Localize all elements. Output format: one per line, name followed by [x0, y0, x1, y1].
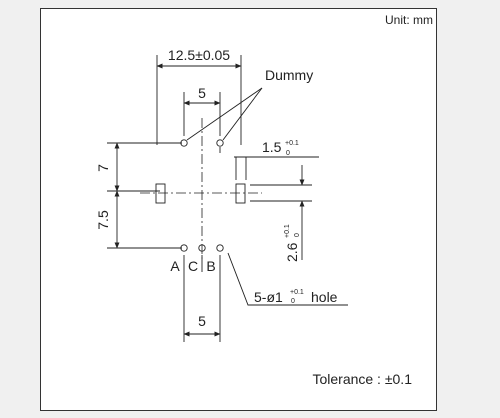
- pin-label-a: A: [170, 258, 180, 274]
- pin-label-b: B: [206, 258, 215, 274]
- dummy-label: Dummy: [265, 67, 313, 83]
- pin-label-c: C: [188, 258, 198, 274]
- tolerance-note: Tolerance : ±0.1: [312, 371, 412, 387]
- hole-prefix: 5-ø1: [254, 289, 283, 305]
- dim-right-tol-lower: 0: [286, 150, 290, 157]
- mounting-slot-left: [155, 183, 166, 204]
- dim-vertical-tol-lower: 0: [294, 233, 301, 237]
- dim-left-lower: 7.5: [95, 210, 111, 230]
- hole-tol-lower: 0: [291, 298, 295, 305]
- mounting-slot-right: [235, 183, 246, 204]
- drawing-frame: [40, 8, 437, 411]
- dim-right-tol-upper: +0.1: [285, 140, 299, 147]
- dim-bottom-spacing: 5: [198, 313, 206, 329]
- dim-right-base: 1.5: [262, 139, 282, 155]
- pin-a: [180, 244, 188, 252]
- pin-b: [216, 244, 224, 252]
- leader-dummy-right: [222, 87, 263, 141]
- dim-vertical-tol-upper: +0.1: [284, 224, 291, 238]
- dim-left-upper: 7: [95, 164, 111, 172]
- unit-label: Unit: mm: [385, 13, 433, 27]
- leader-dummy-left: [186, 87, 263, 141]
- dim-top-width: 12.5±0.05: [168, 47, 230, 63]
- dummy-pin-right: [216, 139, 224, 147]
- dim-vertical-base: 2.6: [284, 242, 300, 262]
- dim-top-spacing: 5: [198, 85, 206, 101]
- hole-suffix: hole: [311, 289, 338, 305]
- leader-hole: [227, 252, 348, 306]
- hole-tol-upper: +0.1: [290, 289, 304, 296]
